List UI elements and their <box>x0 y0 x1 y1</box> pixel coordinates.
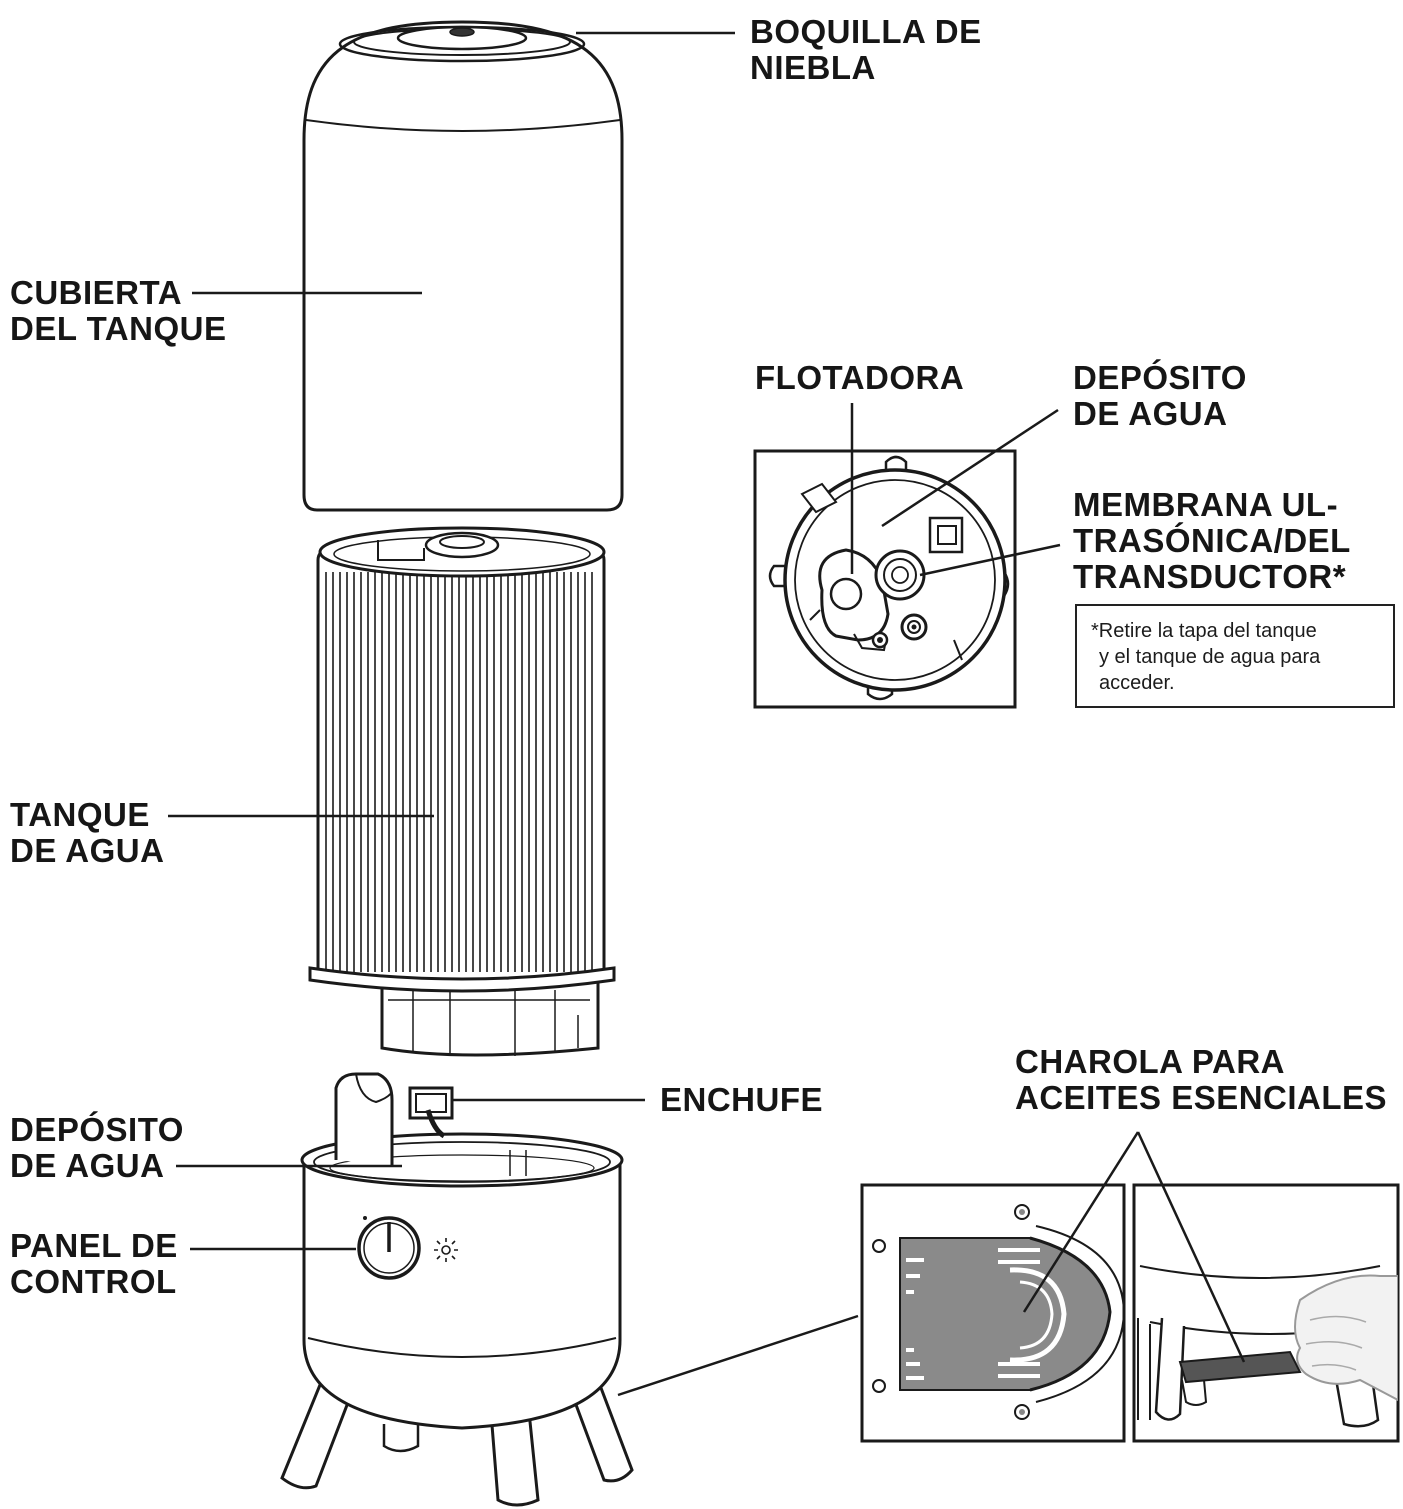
leader-oil-tray-connector <box>618 1316 858 1395</box>
base-unit <box>282 1074 632 1505</box>
tray-removal-inset <box>1134 1185 1398 1441</box>
reservoir-detail-inset <box>755 451 1015 707</box>
oil-tray-inset <box>862 1185 1124 1441</box>
water-tank <box>310 528 614 1056</box>
tank-cover <box>304 22 622 510</box>
label-plug: ENCHUFE <box>660 1082 823 1118</box>
label-float: FLOTADORA <box>755 360 964 396</box>
